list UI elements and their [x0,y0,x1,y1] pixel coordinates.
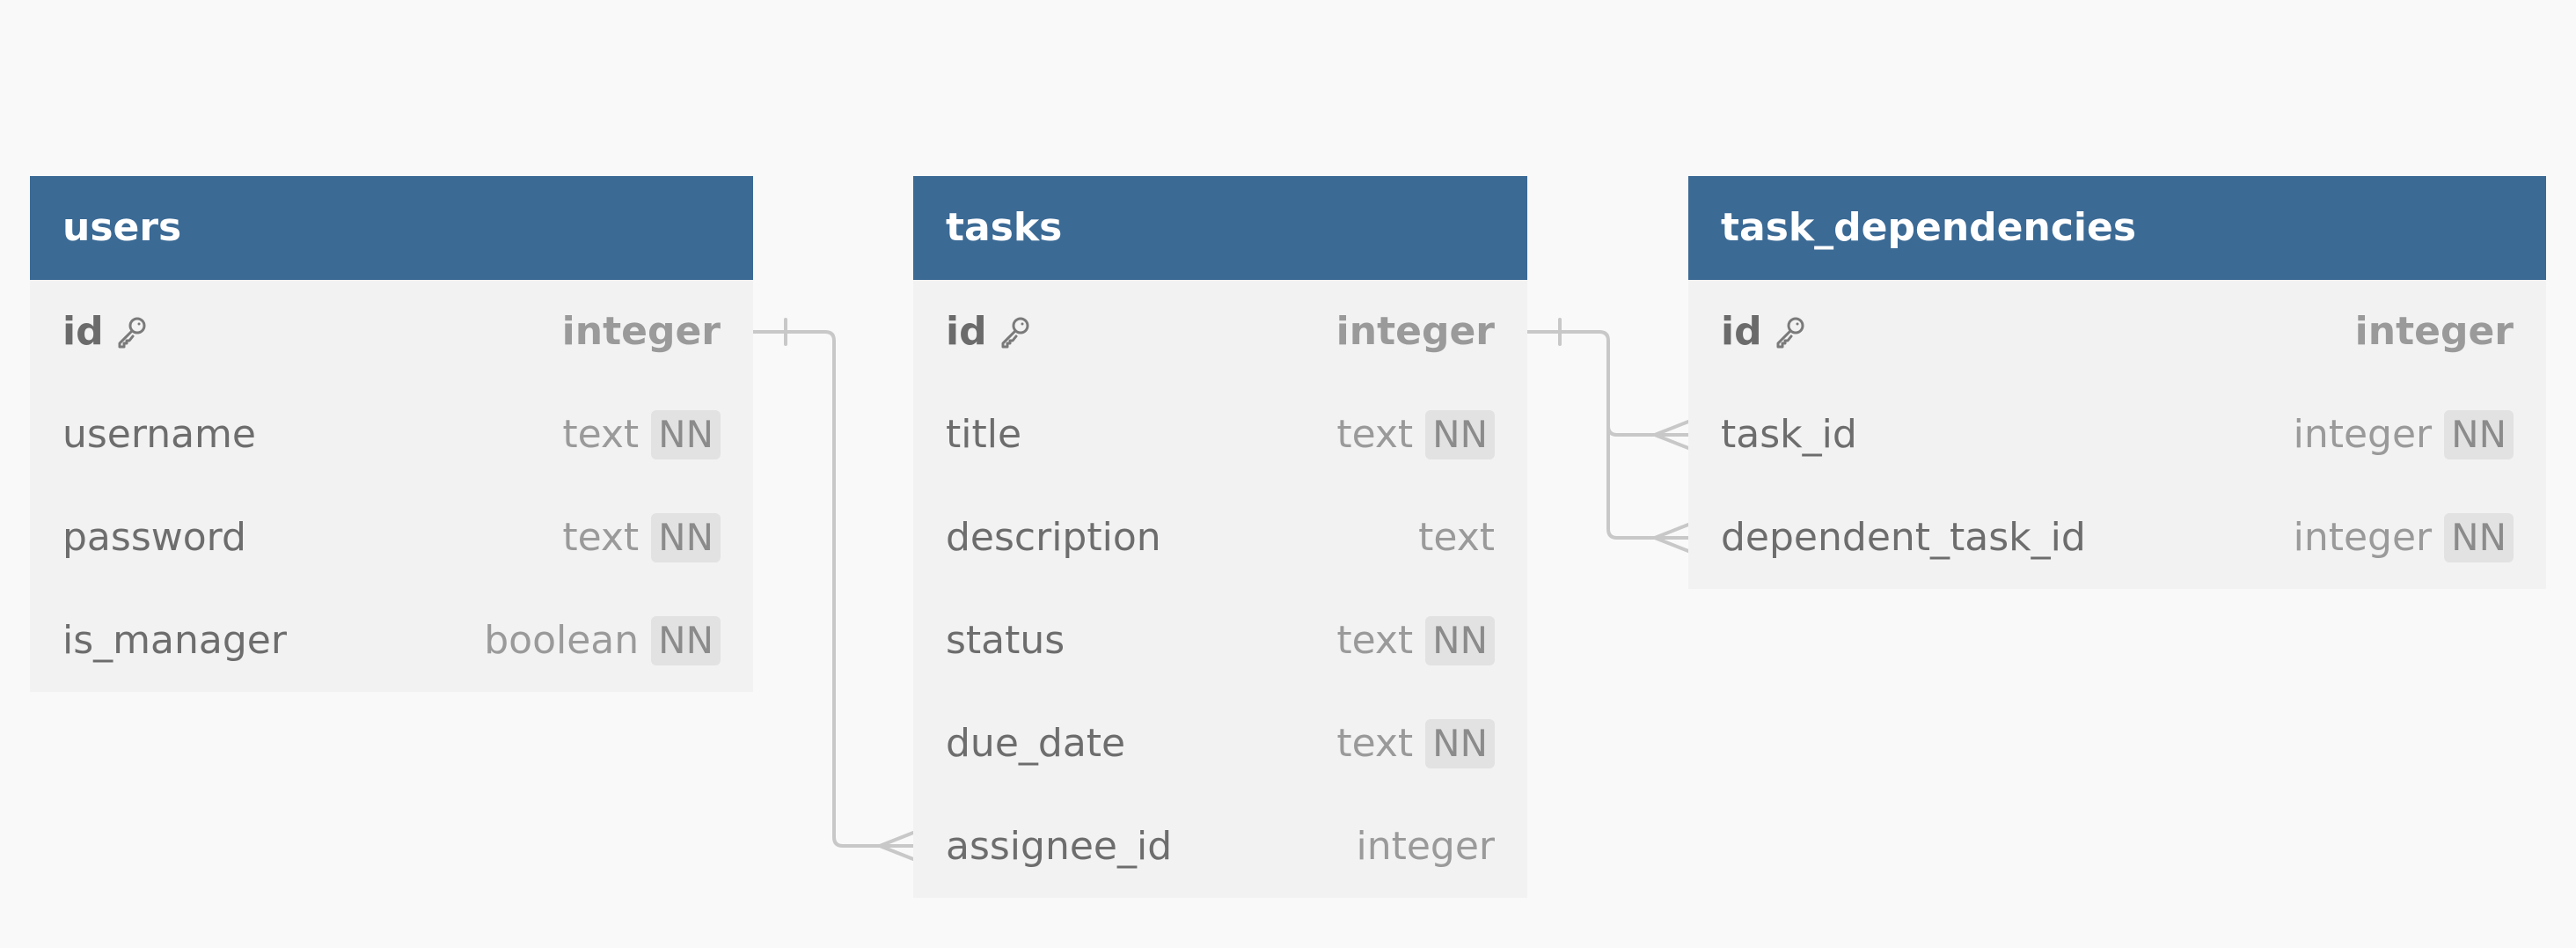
column-name-wrap: id [1721,309,1808,354]
column-row[interactable]: status text NN [913,589,1527,692]
column-row[interactable]: title text NN [913,383,1527,486]
column-name: username [62,412,256,457]
not-null-badge: NN [2444,512,2514,562]
key-icon [1001,317,1029,348]
not-null-badge: NN [651,512,721,562]
table-title[interactable]: tasks [913,176,1527,280]
relation-tasks-id-to-deps-task-id [1526,330,1690,437]
not-null-badge: NN [651,615,721,665]
column-name: id [946,309,987,354]
not-null-badge: NN [651,409,721,459]
column-name: description [946,515,1161,560]
column-type: integer [2293,412,2433,457]
column-name: password [62,515,246,560]
column-type: integer [2354,309,2514,354]
table-task-dependencies[interactable]: task_dependencies id integer task_id int… [1688,176,2546,589]
column-row[interactable]: dependent_task_id integer NN [1688,486,2546,589]
column-type: text [1336,618,1414,663]
column-name: dependent_task_id [1721,515,2086,560]
many-marker-tasks-assignee-id [878,831,915,861]
table-title[interactable]: task_dependencies [1688,176,2546,280]
key-icon [1776,317,1804,348]
column-name: id [62,309,104,354]
column-row[interactable]: assignee_id integer [913,795,1527,898]
column-row[interactable]: id integer [1688,280,2546,383]
not-null-badge: NN [1425,718,1495,768]
table-tasks[interactable]: tasks id integer title text NN descripti… [913,176,1527,898]
relation-tasks-id-to-deps-dependent-task-id [1606,424,1690,540]
column-row[interactable]: task_id integer NN [1688,383,2546,486]
column-name: title [946,412,1022,457]
column-row[interactable]: password text NN [30,486,753,589]
column-name: due_date [946,721,1126,766]
column-name: task_id [1721,412,1857,457]
column-name-wrap: id [946,309,1033,354]
column-row[interactable]: description text [913,486,1527,589]
column-type: integer [561,309,721,354]
column-type: boolean [484,618,640,663]
relation-users-id-to-tasks-assignee-id [751,330,915,848]
table-users[interactable]: users id integer username text NN passwo… [30,176,753,692]
not-null-badge: NN [1425,409,1495,459]
column-name: id [1721,309,1762,354]
column-type: text [1336,721,1414,766]
column-row[interactable]: username text NN [30,383,753,486]
table-title[interactable]: users [30,176,753,280]
column-row[interactable]: id integer [30,280,753,383]
column-type: integer [2293,515,2433,560]
column-row[interactable]: is_manager boolean NN [30,589,753,692]
column-name: status [946,618,1065,663]
column-type: integer [1356,824,1495,869]
column-name: is_manager [62,618,287,663]
column-type: text [1418,515,1495,560]
column-name: assignee_id [946,824,1173,869]
not-null-badge: NN [2444,409,2514,459]
column-type: text [1336,412,1414,457]
column-type: text [562,412,640,457]
many-marker-deps-task-id [1653,420,1690,450]
many-marker-deps-dependent-task-id [1653,523,1690,553]
column-type: text [562,515,640,560]
column-name-wrap: id [62,309,150,354]
column-row[interactable]: id integer [913,280,1527,383]
column-row[interactable]: due_date text NN [913,692,1527,795]
key-icon [118,317,146,348]
not-null-badge: NN [1425,615,1495,665]
column-type: integer [1336,309,1495,354]
